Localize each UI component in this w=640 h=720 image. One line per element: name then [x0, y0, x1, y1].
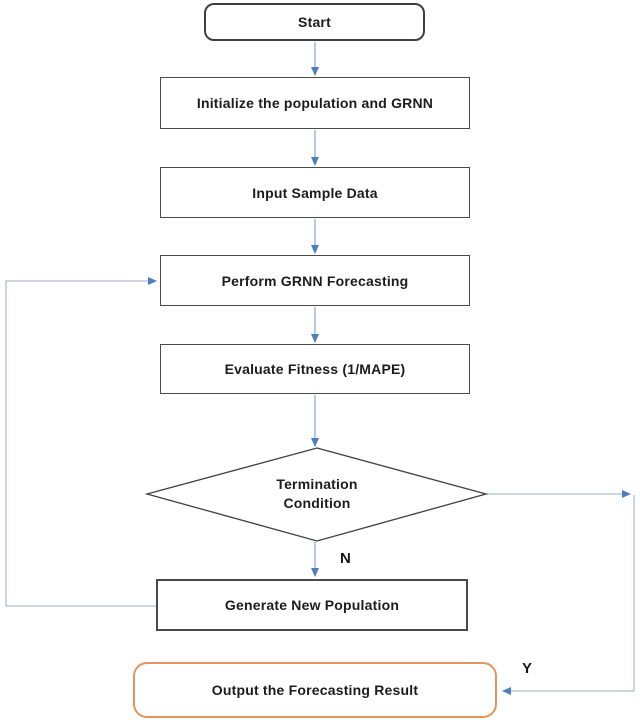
input-sample-node-label: Input Sample Data [252, 184, 378, 201]
branch-label-no: N [340, 550, 351, 567]
input-sample-node: Input Sample Data [160, 167, 470, 218]
termination-decision-shape [144, 447, 489, 542]
evaluate-fitness-node-label: Evaluate Fitness (1/MAPE) [224, 361, 406, 377]
branch-label-yes: Y [522, 660, 533, 677]
generate-population-node-label: Generate New Population [224, 597, 400, 613]
termination-decision-line2: Condition [283, 495, 351, 511]
arrow-loop-generate-to-perform [5, 277, 157, 607]
start-node-label: Start [298, 14, 331, 30]
initialize-node: Initialize the population and GRNN [160, 77, 470, 129]
termination-decision-label: Termination Condition [217, 475, 417, 513]
generate-population-node: Generate New Population [156, 579, 468, 631]
output-result-node: Output the Forecasting Result [133, 662, 497, 718]
output-result-node-label: Output the Forecasting Result [211, 682, 419, 698]
initialize-node-label: Initialize the population and GRNN [196, 95, 434, 111]
perform-grnn-node: Perform GRNN Forecasting [160, 255, 470, 306]
perform-grnn-node-label: Perform GRNN Forecasting [221, 272, 409, 289]
termination-decision-line1: Termination [276, 476, 358, 492]
evaluate-fitness-node: Evaluate Fitness (1/MAPE) [160, 344, 470, 394]
arrow-yes-down-to-output [502, 495, 635, 695]
start-node: Start [204, 3, 425, 41]
